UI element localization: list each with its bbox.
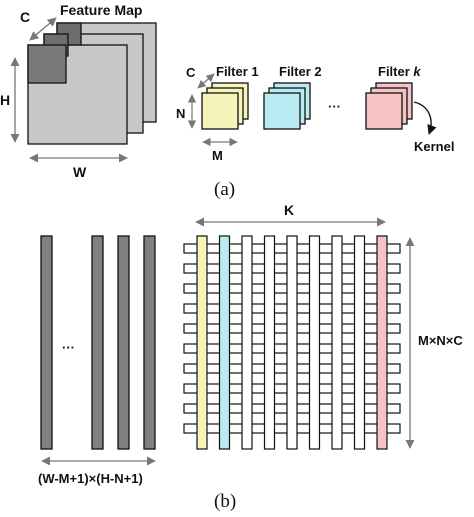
- kernel-column: [263, 235, 276, 450]
- filter-2-label: Filter 2: [279, 64, 322, 79]
- feature-map-stack: [27, 22, 157, 145]
- kernel-arrow: [413, 101, 437, 135]
- input-ellipsis: ···: [62, 340, 75, 355]
- filter-k-var: k: [413, 64, 421, 79]
- kernel-column: [308, 235, 321, 450]
- kernel-column: [286, 235, 298, 450]
- width-label: W: [73, 164, 87, 180]
- kernel-column: [376, 235, 388, 450]
- kernel-column: [331, 235, 343, 450]
- filter-channel-arrow: [197, 73, 215, 89]
- filter-ellipsis: ···: [328, 99, 341, 114]
- kernel-height-label: M×N×C: [418, 333, 463, 348]
- kernel-width-label: K: [284, 202, 294, 218]
- panel-a: Feature Map C H W Filter 1 C N M Filter …: [0, 2, 454, 200]
- input-column: [117, 235, 130, 450]
- height-label: H: [0, 92, 10, 108]
- input-matrix: [40, 235, 156, 450]
- caption-b: (b): [214, 491, 236, 512]
- feature-map-title: Feature Map: [60, 2, 142, 18]
- filter-channel-label: C: [186, 65, 196, 80]
- input-width-label: (W-M+1)×(H-N+1): [38, 471, 143, 486]
- filter-1: [201, 82, 249, 130]
- filter-width-label: M: [212, 148, 223, 163]
- filter-2: [263, 82, 311, 130]
- kernel-label: Kernel: [414, 139, 454, 154]
- kernel-matrix: [183, 235, 401, 450]
- filter-k: [365, 82, 413, 130]
- caption-a: (a): [214, 179, 235, 200]
- kernel-column: [241, 235, 253, 450]
- channel-arrow: [29, 17, 57, 41]
- channel-label: C: [20, 9, 30, 25]
- filter-1-label: Filter 1: [216, 64, 259, 79]
- input-column: [40, 235, 53, 450]
- filter-k-prefix: Filter: [378, 64, 413, 79]
- kernel-column: [218, 235, 231, 450]
- kernel-column: [196, 235, 208, 450]
- input-column: [143, 235, 156, 450]
- filter-height-label: N: [176, 106, 185, 121]
- kernel-column: [353, 235, 366, 450]
- panel-b: ··· (W-M+1)×(H-N+1) K M×N×C (b): [38, 202, 463, 512]
- filter-k-label: Filter k: [378, 64, 421, 79]
- input-column: [91, 235, 104, 450]
